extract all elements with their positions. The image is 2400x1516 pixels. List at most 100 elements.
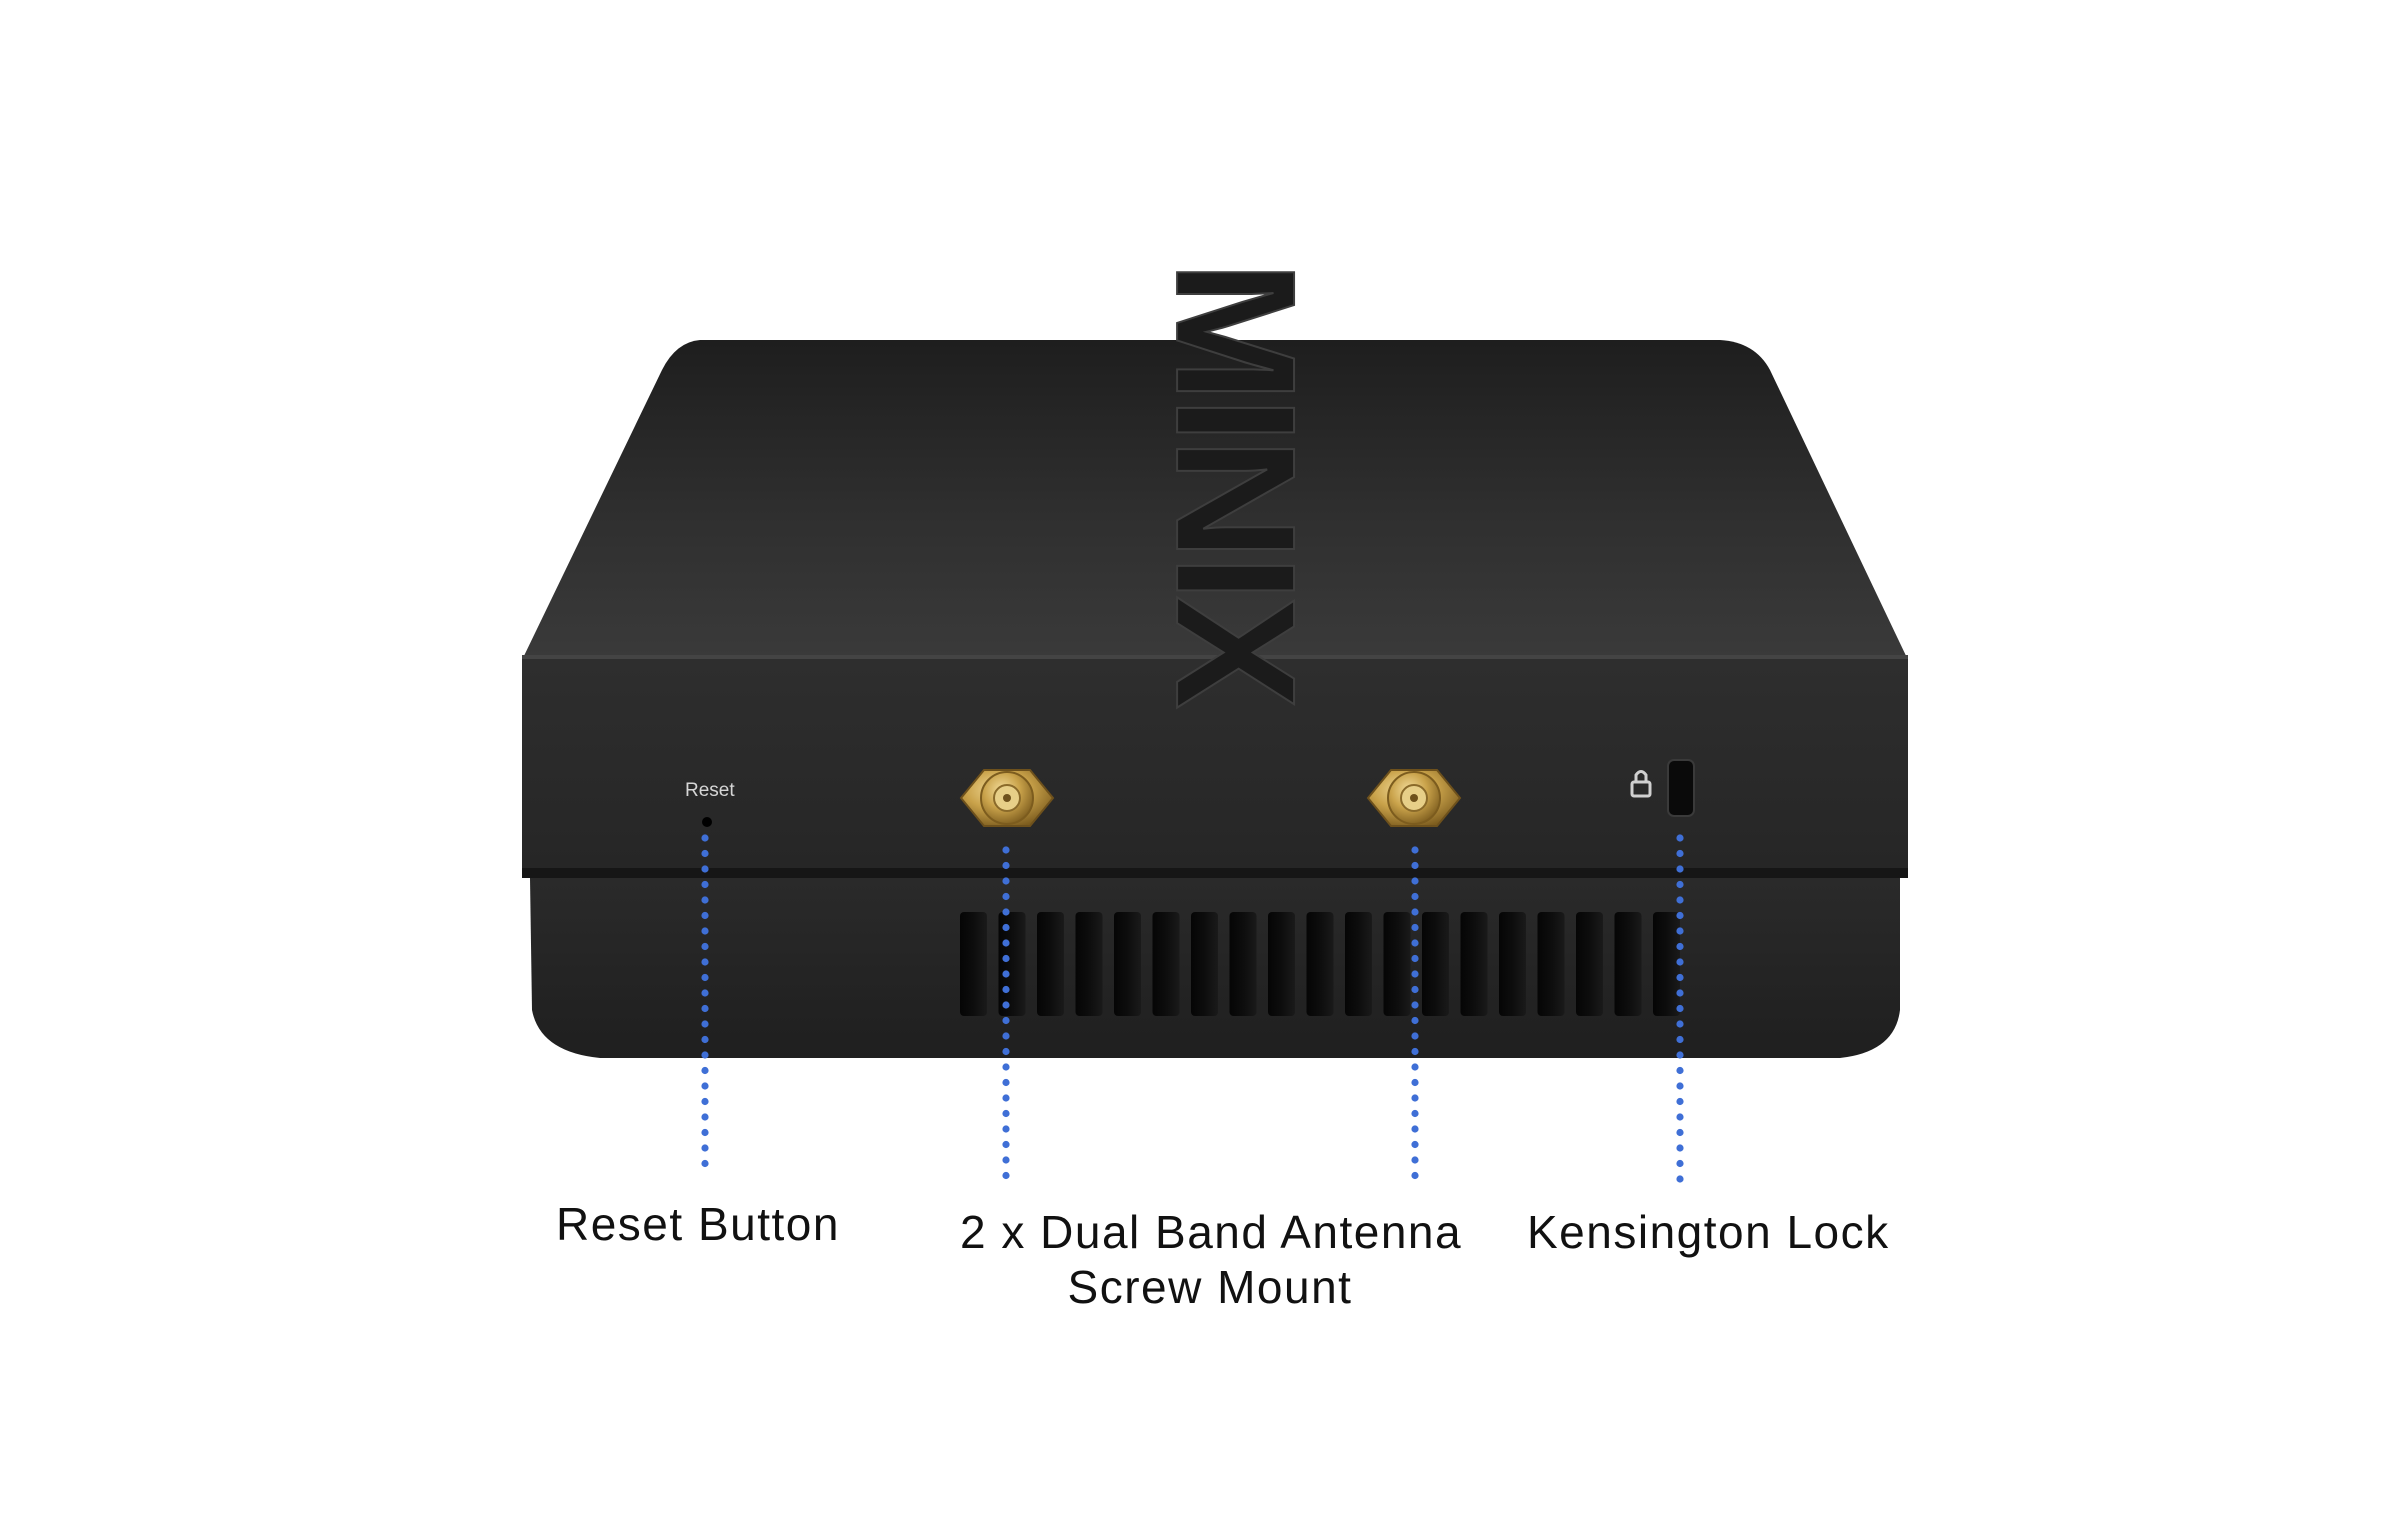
callout-dot xyxy=(1676,1051,1684,1059)
callout-dot xyxy=(1676,1159,1684,1168)
vent-slot xyxy=(1306,912,1334,1016)
callout-dot xyxy=(701,1159,709,1168)
callout-dot xyxy=(701,1128,709,1137)
callout-dot xyxy=(1002,1047,1010,1056)
callout-antenna-line2: Screw Mount xyxy=(1067,1261,1353,1314)
callout-dot xyxy=(1002,892,1010,901)
case-front-upper xyxy=(522,658,1908,870)
callout-dot xyxy=(1411,1156,1419,1164)
vent-slot xyxy=(1576,912,1603,1016)
callout-dot xyxy=(1002,1109,1010,1118)
callout-dot xyxy=(701,1082,709,1090)
antenna-connector-right xyxy=(1366,769,1462,827)
vent-slot xyxy=(1152,912,1180,1016)
callout-antenna-line1: 2 x Dual Band Antenna xyxy=(960,1206,1463,1258)
callout-dot xyxy=(1676,958,1684,966)
callout-dot xyxy=(701,896,709,904)
vent-slot xyxy=(1114,912,1141,1016)
callout-dot xyxy=(1002,939,1010,947)
callout-dot xyxy=(1002,1156,1010,1164)
svg-text:MINIX: MINIX xyxy=(1140,261,1330,708)
reset-port-label: Reset xyxy=(685,780,735,801)
vent-slot xyxy=(1499,912,1526,1016)
callout-dot xyxy=(1676,880,1684,889)
callout-dot xyxy=(701,1097,709,1106)
callout-dot xyxy=(1411,1016,1419,1025)
callout-dot xyxy=(1411,985,1419,994)
callout-dot xyxy=(1002,923,1010,932)
case-top xyxy=(522,340,1908,660)
vent-slot xyxy=(1460,912,1488,1016)
callout-dot xyxy=(1002,1032,1010,1040)
callout-dot xyxy=(1676,1020,1684,1028)
callout-dot xyxy=(1002,1140,1010,1149)
vent-slot xyxy=(1614,912,1642,1016)
callout-dot xyxy=(1411,1047,1419,1056)
callout-dot xyxy=(1676,1004,1684,1013)
callout-dot xyxy=(1676,942,1684,951)
callout-reset-button: Reset Button xyxy=(556,1198,840,1250)
minix-logo: MINIX xyxy=(1139,260,1331,709)
callout-dot xyxy=(1411,1063,1419,1071)
callout-dot xyxy=(1411,970,1419,978)
callout-dot xyxy=(1676,911,1684,920)
callout-dot xyxy=(1411,1078,1419,1087)
callout-dot xyxy=(1411,939,1419,947)
vent-slot xyxy=(1345,912,1372,1016)
callout-dot xyxy=(1676,834,1684,842)
callout-dot xyxy=(1002,1094,1010,1102)
callout-dot xyxy=(701,973,709,982)
callout-dot xyxy=(1002,1016,1010,1025)
callout-dot xyxy=(1676,973,1684,982)
callout-dot xyxy=(1411,923,1419,932)
callout-dot xyxy=(1411,846,1419,854)
case-seam xyxy=(522,868,1908,878)
callout-line-reset xyxy=(701,834,709,1168)
callout-dot xyxy=(1002,877,1010,885)
callout-dot xyxy=(1002,846,1010,854)
callout-dot xyxy=(1676,927,1684,935)
callout-lines xyxy=(701,834,1684,1183)
callout-dot xyxy=(701,880,709,889)
callout-dot xyxy=(701,1113,709,1121)
callout-dot xyxy=(1411,877,1419,885)
vent-slot xyxy=(1383,912,1411,1016)
callout-dot xyxy=(1676,896,1684,904)
callout-dot xyxy=(1002,861,1010,870)
lock-icon xyxy=(1630,770,1652,798)
callout-dot xyxy=(1676,1082,1684,1090)
callout-dot xyxy=(701,1004,709,1013)
callout-dot xyxy=(701,1020,709,1028)
callout-dot xyxy=(1002,970,1010,978)
callout-dot xyxy=(1411,892,1419,901)
callout-dot xyxy=(1411,1125,1419,1133)
vent-slot xyxy=(960,912,987,1016)
callout-dot xyxy=(1676,1066,1684,1075)
callout-dot xyxy=(1002,985,1010,994)
vent-slot xyxy=(1191,912,1218,1016)
callout-dot xyxy=(1002,954,1010,963)
callout-dot xyxy=(1002,1078,1010,1087)
antenna-connector-left xyxy=(959,769,1055,827)
callout-dot xyxy=(1676,849,1684,858)
callout-line-antenna-right xyxy=(1411,846,1419,1180)
callout-dot xyxy=(1411,1001,1419,1009)
callout-dot xyxy=(701,865,709,873)
callout-dot xyxy=(701,927,709,935)
callout-dot xyxy=(701,849,709,858)
callout-kensington-lock: Kensington Lock xyxy=(1527,1206,1890,1258)
callout-dot xyxy=(701,834,709,842)
callout-dot xyxy=(701,1051,709,1059)
vent-slot xyxy=(1037,912,1064,1016)
callout-dot xyxy=(1411,954,1419,963)
vent-slot xyxy=(1537,912,1565,1016)
callout-dot xyxy=(1676,1128,1684,1137)
callout-dot xyxy=(1002,1063,1010,1071)
callout-dot xyxy=(701,1066,709,1075)
callout-dot xyxy=(701,1144,709,1152)
callout-dot xyxy=(1676,1113,1684,1121)
callout-dot xyxy=(1411,908,1419,916)
callout-dot xyxy=(701,911,709,920)
callout-dot xyxy=(1676,865,1684,873)
callout-dot xyxy=(1002,1171,1010,1180)
